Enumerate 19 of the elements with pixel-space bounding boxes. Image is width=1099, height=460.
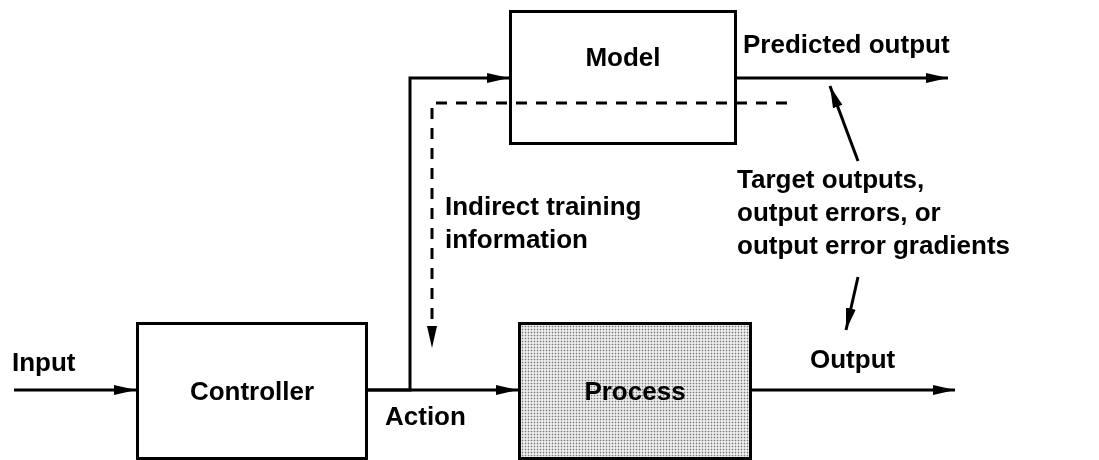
- edge-label: Indirect training information: [445, 190, 643, 256]
- arrow: [828, 85, 860, 162]
- edge-label: Output: [810, 343, 896, 376]
- arrow: [368, 73, 509, 392]
- arrow: [737, 73, 948, 83]
- box-label: Process: [584, 375, 686, 407]
- arrow: [844, 276, 860, 331]
- edge-label: Input: [12, 346, 76, 379]
- model-box: [509, 10, 737, 145]
- edge-label: Predicted output: [743, 28, 950, 61]
- box-label: Controller: [189, 375, 315, 407]
- arrow: [427, 101, 787, 348]
- arrow: [14, 385, 136, 395]
- controller-box: [136, 322, 368, 460]
- process-box: [518, 322, 752, 460]
- arrow: [752, 385, 955, 395]
- annotation-text: Target outputs, output errors, or output error gradients: [737, 163, 1012, 265]
- edge-label: Action: [385, 400, 466, 433]
- box-label: Model: [585, 42, 661, 73]
